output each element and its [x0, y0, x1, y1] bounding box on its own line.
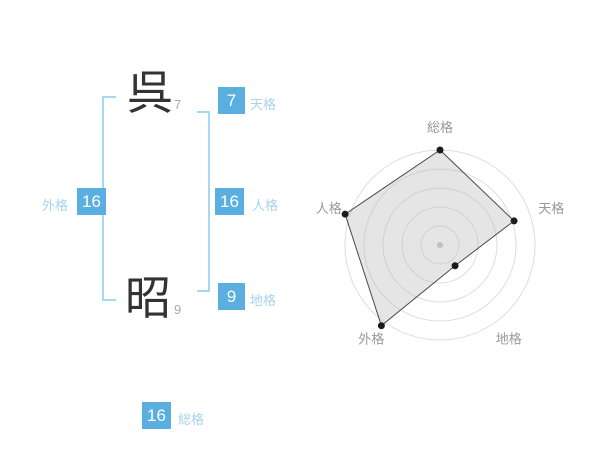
radar-value-polygon: [344, 149, 515, 327]
name-char-second: 昭: [125, 271, 171, 325]
jinkaku-label: 人格: [252, 198, 279, 213]
gaikaku-label: 外格: [42, 198, 69, 213]
tenkaku-badge: 7: [218, 87, 245, 114]
radar-data-point: [341, 210, 349, 218]
stroke-count-second: 9: [174, 302, 182, 317]
radar-data-point: [436, 146, 444, 154]
soukaku-label: 総格: [178, 412, 205, 427]
radar-center-dot: [437, 242, 443, 248]
chikaku-badge: 9: [218, 283, 245, 310]
jinkaku-badge: 16: [215, 188, 244, 215]
radar-axis-label: 人格: [316, 201, 342, 216]
radar-grid-ring: [401, 206, 479, 284]
tenkaku-label: 天格: [250, 97, 277, 112]
stroke-count-first: 7: [174, 97, 182, 112]
radar-axis-label: 地格: [496, 332, 522, 347]
gaikaku-badge: 16: [77, 188, 106, 215]
inner-bracket: [197, 111, 210, 292]
radar-grid-ring: [363, 168, 517, 322]
radar-chart: 総格天格地格 外格 人格: [300, 115, 580, 375]
radar-grid-ring: [420, 225, 460, 265]
radar-grid-ring: [382, 187, 498, 303]
radar-data-point: [510, 217, 518, 225]
radar-axis-label: 外格: [358, 332, 384, 347]
radar-axis-label: 天格: [538, 201, 564, 216]
radar-data-point: [451, 262, 459, 270]
soukaku-badge: 16: [142, 402, 171, 429]
chikaku-label: 地格: [250, 293, 277, 308]
radar-data-point: [377, 322, 385, 330]
name-char-first: 呉: [127, 66, 173, 120]
radar-axis-label: 総格: [427, 120, 453, 135]
